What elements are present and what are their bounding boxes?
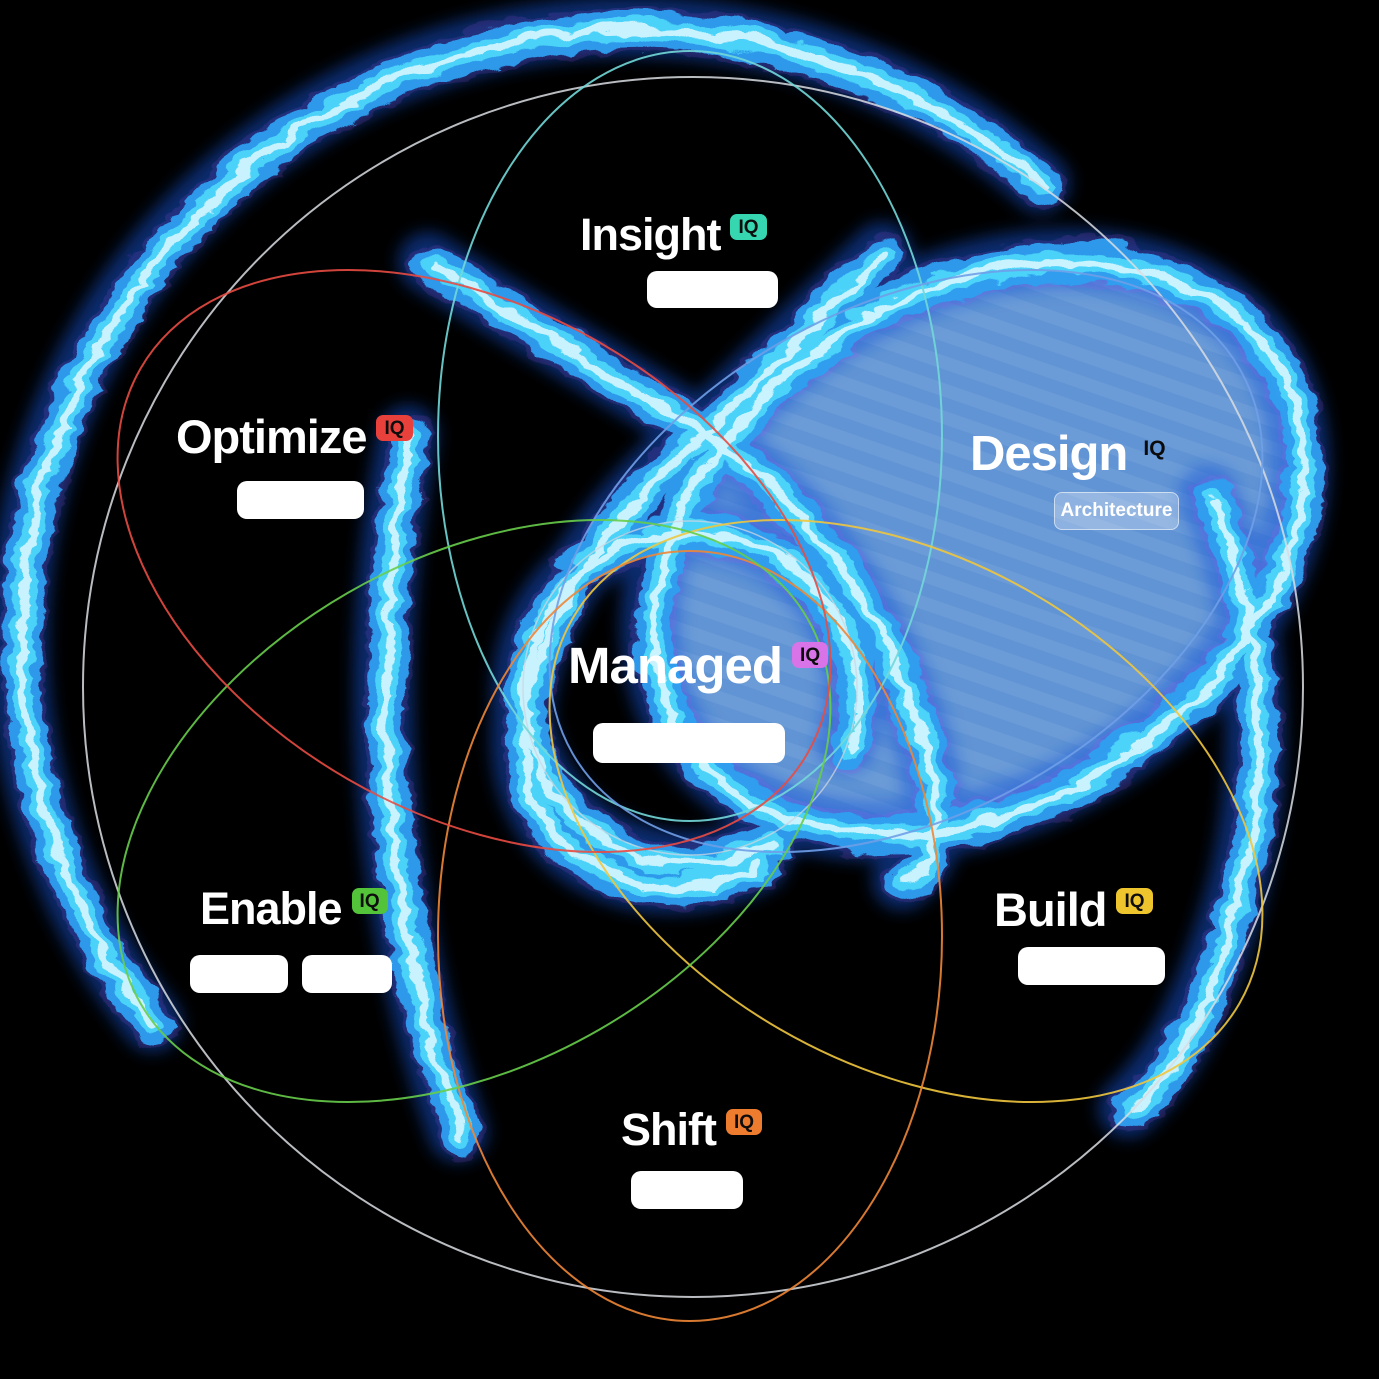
enable-action-button-2[interactable]: [302, 955, 392, 993]
enable-petal-ring: [116, 518, 832, 1104]
architecture-button[interactable]: Architecture: [1054, 492, 1179, 530]
build-iq-badge: IQ: [1116, 888, 1153, 914]
enable-label-text: Enable: [200, 883, 343, 934]
optimize-action-button[interactable]: [237, 481, 364, 519]
shift-iq-badge: IQ: [725, 1109, 763, 1135]
petal-label-insight: Insight IQ: [580, 212, 767, 257]
center-label-managed: Managed IQ: [568, 637, 829, 694]
shift-label-text: Shift: [621, 1104, 717, 1155]
insight-action-button[interactable]: [647, 271, 778, 308]
petal-label-enable: Enable IQ: [200, 886, 388, 931]
shift-action-button[interactable]: [631, 1171, 743, 1209]
optimize-iq-badge: IQ: [376, 415, 413, 441]
petal-label-optimize: Optimize IQ: [176, 413, 413, 460]
shift-petal-ring: [437, 550, 943, 1322]
managed-label-text: Managed: [568, 637, 783, 694]
optimize-label-text: Optimize: [176, 410, 367, 463]
petal-label-build: Build IQ: [994, 886, 1153, 933]
design-petal-highlight[interactable]: [543, 141, 1379, 950]
insight-petal-ring: [437, 50, 943, 822]
enable-action-button-1[interactable]: [190, 955, 288, 993]
managed-action-button[interactable]: [593, 723, 785, 763]
petal-label-design: Design IQ: [970, 430, 1166, 479]
insight-iq-badge: IQ: [730, 214, 767, 240]
managed-iq-badge: IQ: [792, 642, 829, 668]
design-petal-stripes: [650, 258, 1300, 832]
build-petal-ring: [548, 518, 1264, 1104]
outer-ring: [82, 76, 1304, 1298]
design-iq-label: IQ: [1143, 437, 1166, 460]
center-ring: [522, 520, 858, 856]
petal-label-shift: Shift IQ: [621, 1104, 763, 1155]
build-action-button[interactable]: [1018, 947, 1165, 985]
optimize-petal-ring: [116, 268, 832, 854]
build-label-text: Build: [994, 883, 1107, 936]
thin-rings: [82, 50, 1304, 1322]
insight-label-text: Insight: [580, 209, 721, 260]
design-label-text: Design: [970, 427, 1128, 481]
enable-iq-badge: IQ: [351, 888, 388, 914]
design-petal-ring: [548, 268, 1264, 854]
